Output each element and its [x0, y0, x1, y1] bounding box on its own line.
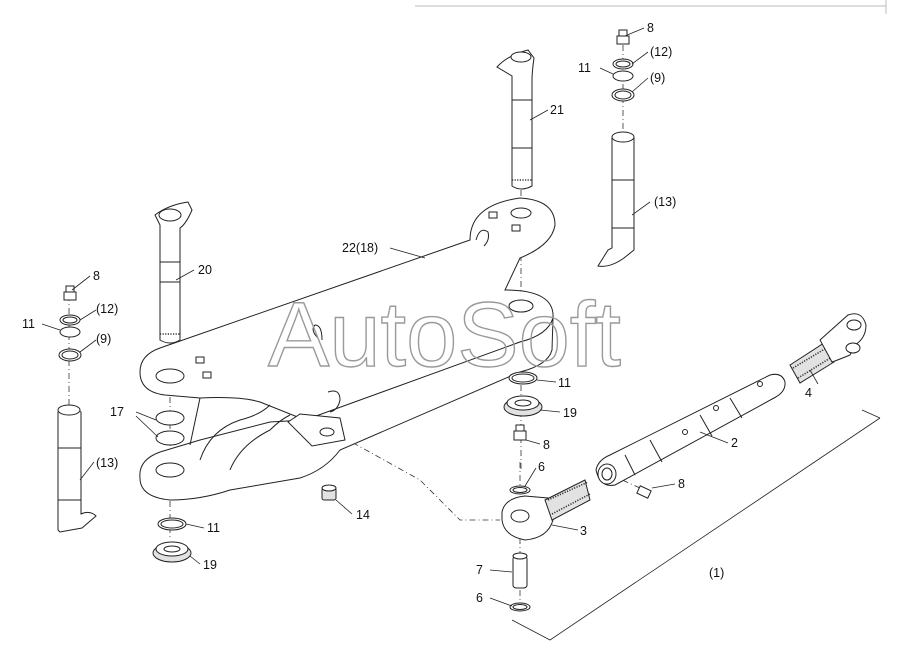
- clevis-end-3: [501, 479, 591, 541]
- label-2: 2: [731, 436, 738, 450]
- bushing-14: [321, 484, 337, 501]
- ring-11-mid: [508, 371, 538, 385]
- grease-nipple-8-rod: [636, 485, 652, 499]
- frame-22-18: [139, 197, 556, 501]
- label-12-right: (12): [650, 45, 672, 59]
- label-11-bottom: 11: [207, 521, 220, 535]
- pin-13-right: [597, 131, 635, 267]
- grease-nipple-8-top: [616, 29, 630, 45]
- watermark-text: AutoSoft: [268, 284, 621, 386]
- label-6-top: 6: [538, 460, 545, 474]
- rings-right: [611, 58, 635, 102]
- label-11-mid: 11: [558, 376, 571, 390]
- label-3: 3: [580, 524, 587, 538]
- label-14: 14: [356, 508, 370, 522]
- rings-left: [58, 314, 82, 362]
- label-21: 21: [550, 103, 564, 117]
- grease-nipple-8-left: [63, 285, 77, 301]
- pin-21: [496, 49, 535, 190]
- nut-19-mid: [503, 395, 543, 417]
- header-frame-fragment: [415, 0, 887, 14]
- pin-7: [512, 552, 528, 589]
- pin-20: [154, 201, 193, 344]
- leader-lines: [41, 27, 819, 607]
- nut-19-bottom: [152, 541, 192, 563]
- label-6-bottom: 6: [476, 591, 483, 605]
- label-8-left: 8: [93, 269, 100, 283]
- label-19-bottom: 19: [203, 558, 217, 572]
- label-12-left: (12): [96, 302, 118, 316]
- spacer-17: [155, 410, 185, 446]
- label-11-left-top: 11: [22, 317, 35, 331]
- part-labels: 8 (12) 11 (9) 8 (12) 11 (9) 20 21 22(18)…: [22, 21, 812, 605]
- turnbuckle-body-2: [595, 373, 786, 486]
- ring-6-top: [509, 485, 531, 495]
- label-20: 20: [198, 263, 212, 277]
- label-13-right: (13): [654, 195, 676, 209]
- ring-11-bottom: [157, 517, 187, 531]
- assembly-bracket: [511, 409, 881, 641]
- label-8-mid: 8: [543, 438, 550, 452]
- label-19-mid: 19: [563, 406, 577, 420]
- label-assembly-1: (1): [709, 566, 724, 580]
- label-7: 7: [476, 563, 483, 577]
- grease-nipple-8-mid: [513, 424, 527, 441]
- label-9-left: (9): [96, 332, 111, 346]
- label-13-left: (13): [96, 456, 118, 470]
- label-4: 4: [805, 386, 812, 400]
- label-17: 17: [110, 405, 124, 419]
- label-8-top: 8: [647, 21, 654, 35]
- label-22-18: 22(18): [342, 241, 378, 255]
- label-9-right: (9): [650, 71, 665, 85]
- label-8-rod: 8: [678, 477, 685, 491]
- label-11-right-top: 11: [578, 61, 591, 75]
- clevis-end-4: [789, 313, 867, 384]
- pin-13-left: [57, 404, 97, 533]
- ring-6-bottom: [509, 602, 531, 612]
